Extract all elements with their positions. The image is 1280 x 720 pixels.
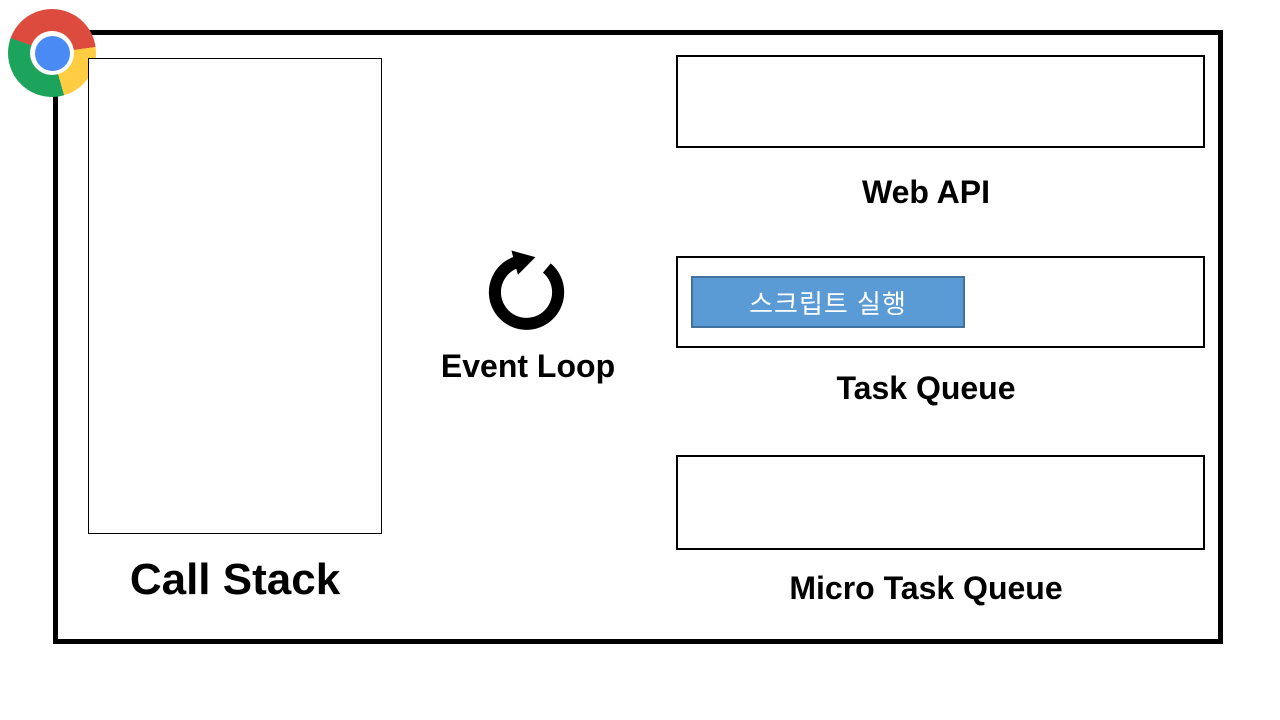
web-api-box bbox=[676, 55, 1205, 148]
web-api-label: Web API bbox=[861, 174, 990, 210]
event-loop-label: Event Loop bbox=[440, 348, 616, 384]
micro-task-queue-label: Micro Task Queue bbox=[789, 570, 1063, 606]
chrome-logo-icon bbox=[8, 9, 96, 97]
chrome-logo-center bbox=[34, 35, 70, 71]
browser-runtime-frame bbox=[53, 30, 1223, 644]
task-queue-label: Task Queue bbox=[836, 370, 1016, 406]
event-loop-circular-arrow-icon bbox=[480, 241, 573, 336]
call-stack-label: Call Stack bbox=[129, 555, 341, 604]
task-queue-item-script-run: 스크립트 실행 bbox=[691, 276, 965, 328]
call-stack-box bbox=[88, 58, 382, 534]
micro-task-queue-box bbox=[676, 455, 1205, 550]
